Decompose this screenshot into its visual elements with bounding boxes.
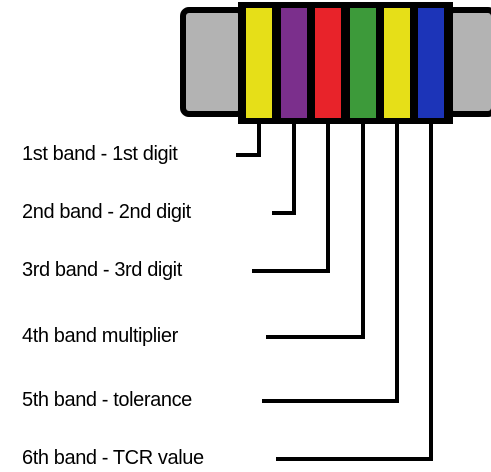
- leader-line-4: [266, 118, 365, 339]
- leader-line-2: [272, 118, 296, 215]
- leader-line-3: [252, 118, 330, 273]
- band-labels: 1st band - 1st digit 2nd band - 2nd digit…: [22, 143, 204, 469]
- leader-line-1: [236, 118, 261, 157]
- band-label-3: 3rd band - 3rd digit: [22, 259, 183, 281]
- resistor-body: [238, 2, 453, 124]
- band-label-2: 2nd band - 2nd digit: [22, 201, 192, 223]
- band-label-4: 4th band multiplier: [22, 325, 179, 347]
- band-4: [350, 8, 376, 118]
- color-bands: [246, 8, 444, 118]
- leader-line-6: [276, 118, 433, 461]
- band-5: [384, 8, 410, 118]
- band-label-1: 1st band - 1st digit: [22, 143, 178, 165]
- band-label-6: 6th band - TCR value: [22, 447, 204, 469]
- band-1: [246, 8, 272, 118]
- resistor-right-lead: [445, 7, 491, 117]
- band-3: [315, 8, 341, 118]
- band-label-5: 5th band - tolerance: [22, 389, 192, 411]
- leader-lines: [236, 118, 433, 461]
- band-2: [281, 8, 307, 118]
- leader-line-5: [262, 118, 399, 403]
- band-6: [418, 8, 444, 118]
- resistor-left-lead: [180, 7, 246, 117]
- resistor: [180, 2, 491, 124]
